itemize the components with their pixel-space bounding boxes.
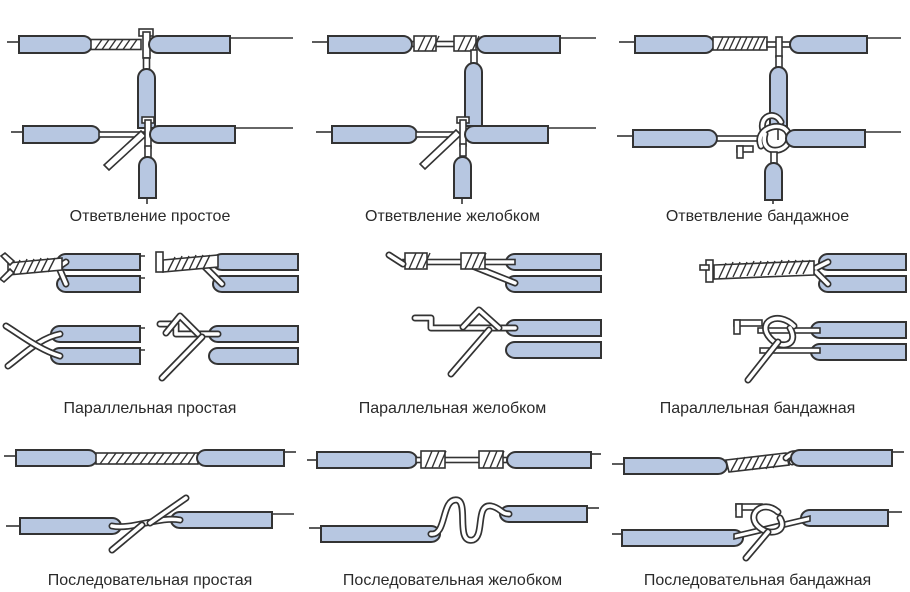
branch-groove-illustration (311, 35, 596, 205)
cell-branch-simple: Ответвление простое (0, 0, 300, 228)
caption-parallel-groove: Параллельная желобком (358, 400, 547, 418)
caption-series-groove: Последовательная желобком (342, 572, 563, 590)
caption-branch-simple: Ответвление простое (69, 208, 231, 226)
caption-branch-bandage: Ответвление бандажное (665, 208, 850, 226)
cell-series-simple: Последовательная простая (0, 420, 300, 592)
cell-series-bandage: Последовательная бандажная (605, 420, 910, 592)
caption-series-bandage: Последовательная бандажная (643, 572, 872, 590)
cell-parallel-bandage: Параллельная бандажная (605, 228, 910, 420)
cell-series-groove: Последовательная желобком (300, 420, 605, 592)
cell-parallel-groove: Параллельная желобком (300, 228, 605, 420)
cell-branch-bandage: Ответвление бандажное (605, 0, 910, 228)
caption-series-simple: Последовательная простая (47, 572, 253, 590)
branch-bandage-illustration (616, 35, 901, 205)
series-simple-illustration (4, 449, 296, 554)
caption-parallel-bandage: Параллельная бандажная (659, 400, 856, 418)
cell-parallel-simple: Параллельная простая (0, 228, 300, 420)
caption-branch-groove: Ответвление желобком (365, 208, 540, 226)
parallel-groove-illustration (385, 251, 602, 378)
parallel-bandage-illustration (698, 253, 907, 384)
cell-branch-groove: Ответвление желобком (300, 0, 605, 228)
series-groove-illustration (306, 450, 601, 544)
caption-parallel-simple: Параллельная простая (63, 400, 237, 418)
branch-simple-illustration (7, 28, 293, 205)
series-bandage-illustration (611, 449, 904, 562)
parallel-simple-illustration (0, 251, 299, 382)
